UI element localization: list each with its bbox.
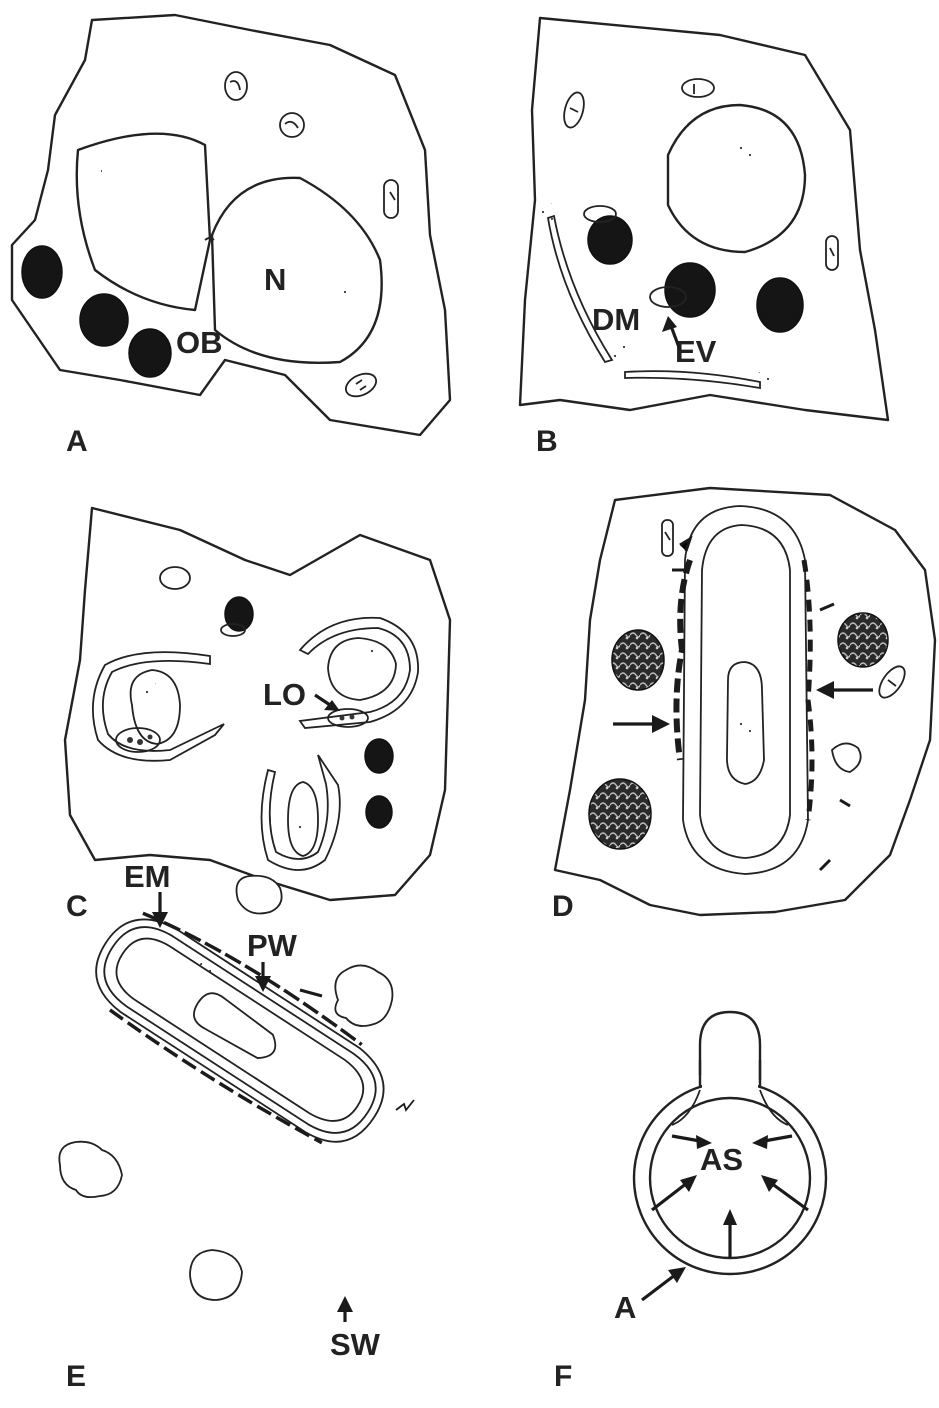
opaque-body [665, 263, 715, 317]
panel-letter-d: D [552, 890, 574, 923]
panel-f: AS A F [554, 1012, 826, 1393]
opaque-body [225, 597, 253, 631]
parasite-body [105, 927, 375, 1133]
parasite-wall [79, 901, 402, 1159]
label-dm: DM [592, 302, 640, 337]
nucleus-lobe-left [77, 134, 210, 310]
parasitophorous-vacuole [262, 755, 340, 870]
label-ob: OB [176, 325, 223, 360]
electron-dense-material [109, 1007, 322, 1148]
opaque-body-degraded [838, 613, 888, 667]
label-as: AS [700, 1142, 743, 1177]
label-sw: SW [330, 1327, 381, 1362]
opaque-body [129, 329, 171, 377]
opaque-body [80, 294, 128, 346]
opaque-body [22, 246, 62, 298]
label-a: A [614, 1290, 636, 1325]
panel-c: LO C [65, 508, 450, 923]
label-ev: EV [675, 334, 717, 369]
opaque-body [588, 216, 632, 264]
host-cell-d [555, 488, 935, 915]
panel-letter-c: C [66, 890, 88, 923]
panel-letter-b: B [536, 425, 558, 458]
panel-d: D [552, 488, 935, 923]
panel-e: EM PW SW E [59, 859, 414, 1393]
opaque-body [366, 796, 392, 828]
primary-wall [90, 912, 391, 1148]
panel-letter-a: A [66, 425, 88, 458]
dense-membrane [625, 371, 760, 388]
panel-letter-f: F [554, 1360, 572, 1393]
nucleus [668, 105, 805, 252]
opaque-body [757, 278, 803, 332]
panel-letter-e: E [66, 1360, 86, 1393]
opaque-body-degraded [612, 630, 664, 690]
label-pw: PW [247, 928, 298, 963]
panel-a: N OB A [12, 15, 450, 458]
opaque-body-degraded [589, 779, 651, 849]
label-lo: LO [263, 677, 306, 712]
nucleus-lobe-right [212, 178, 382, 363]
cyst-inner [328, 638, 396, 700]
label-n: N [264, 262, 286, 297]
parasite-body [700, 525, 790, 858]
parasitophorous-vacuole [300, 618, 418, 728]
opaque-body [365, 739, 393, 773]
panel-b: DM EV B [520, 18, 888, 458]
label-em: EM [124, 859, 171, 894]
host-cell-c [65, 508, 450, 900]
